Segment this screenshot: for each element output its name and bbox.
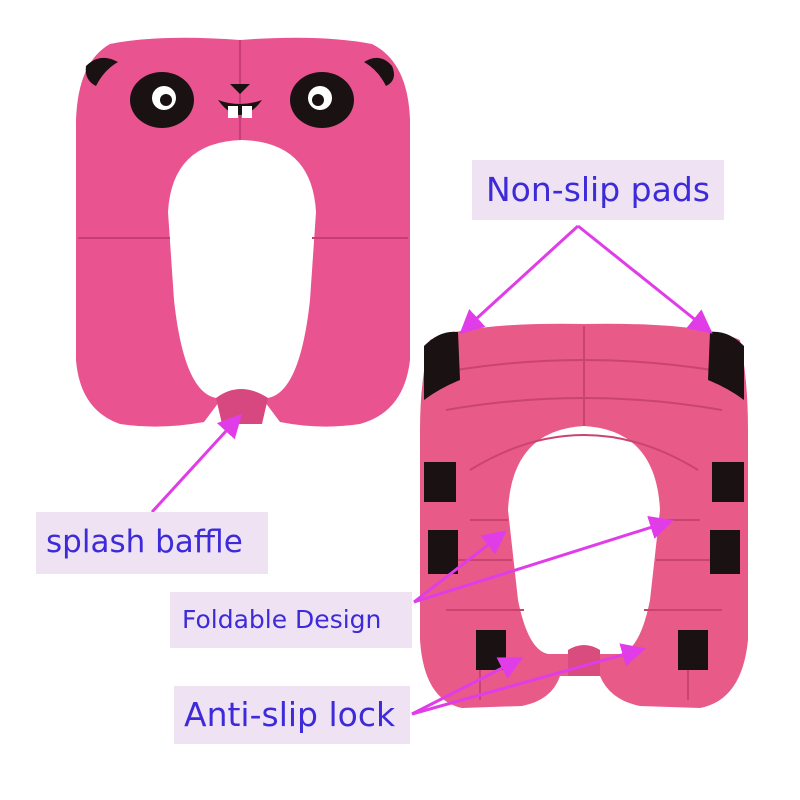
potty-seat-top-view bbox=[76, 37, 410, 427]
seat-underside-body bbox=[420, 323, 748, 708]
splash-baffle bbox=[216, 389, 268, 424]
underside-ribs bbox=[440, 326, 728, 700]
arrow-non-slip-right bbox=[577, 224, 713, 334]
non-slip-pad bbox=[710, 530, 740, 574]
ear-left-icon bbox=[85, 57, 118, 86]
seat-top-body bbox=[76, 37, 410, 427]
arrow-anti-slip-right bbox=[411, 643, 646, 716]
ear-right-icon bbox=[364, 57, 394, 86]
non-slip-pad bbox=[424, 331, 460, 400]
callout-arrows bbox=[150, 224, 713, 716]
label-foldable-design: Foldable Design bbox=[170, 592, 412, 648]
non-slip-pad bbox=[708, 331, 744, 400]
non-slip-pad bbox=[712, 462, 744, 502]
label-splash-baffle: splash baffle bbox=[36, 512, 268, 574]
anti-slip-lock-tab bbox=[568, 645, 600, 676]
arrow-anti-slip-left bbox=[411, 657, 524, 716]
arrow-foldable-left bbox=[413, 530, 507, 604]
non-slip-pad bbox=[428, 530, 458, 574]
label-anti-slip-lock: Anti-slip lock bbox=[174, 686, 410, 744]
non-slip-pad bbox=[678, 630, 708, 670]
non-slip-pad bbox=[424, 462, 456, 502]
arrow-non-slip-left bbox=[459, 224, 580, 335]
label-non-slip-pads: Non-slip pads bbox=[472, 160, 724, 220]
non-slip-pad bbox=[476, 630, 506, 670]
potty-seat-underside-view bbox=[420, 323, 748, 708]
arrow-foldable-right bbox=[413, 515, 674, 604]
nose-icon bbox=[230, 84, 250, 94]
arrow-splash-baffle bbox=[150, 413, 243, 514]
